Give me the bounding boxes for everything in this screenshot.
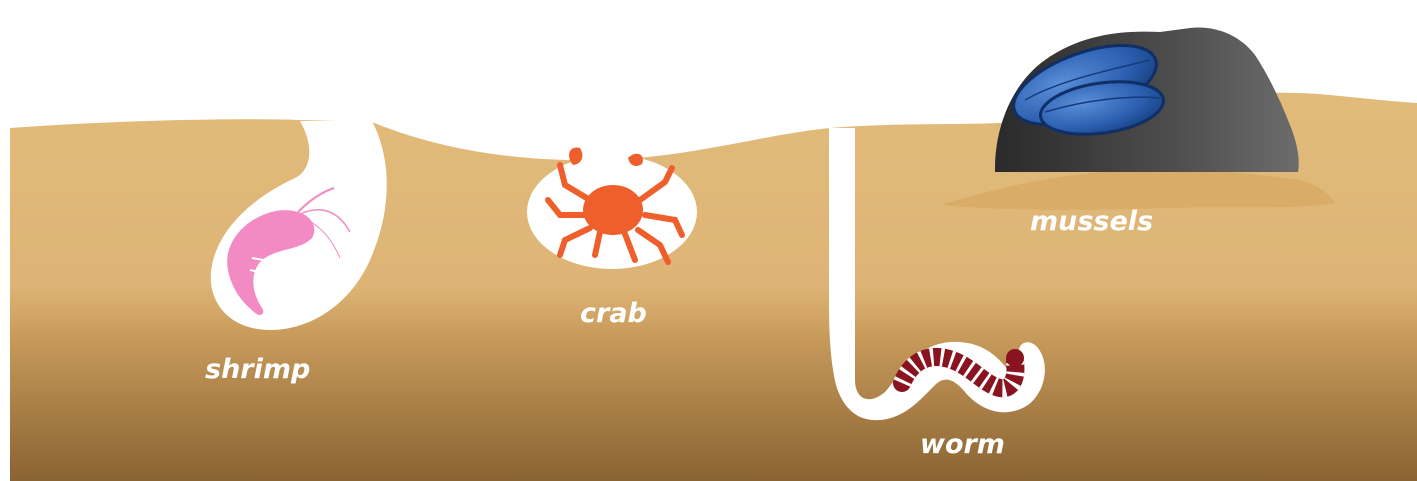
crab-label: crab [580,298,647,329]
mussels-label: mussels [1030,206,1153,237]
worm-label: worm [920,429,1005,460]
shrimp-label: shrimp [205,354,310,385]
